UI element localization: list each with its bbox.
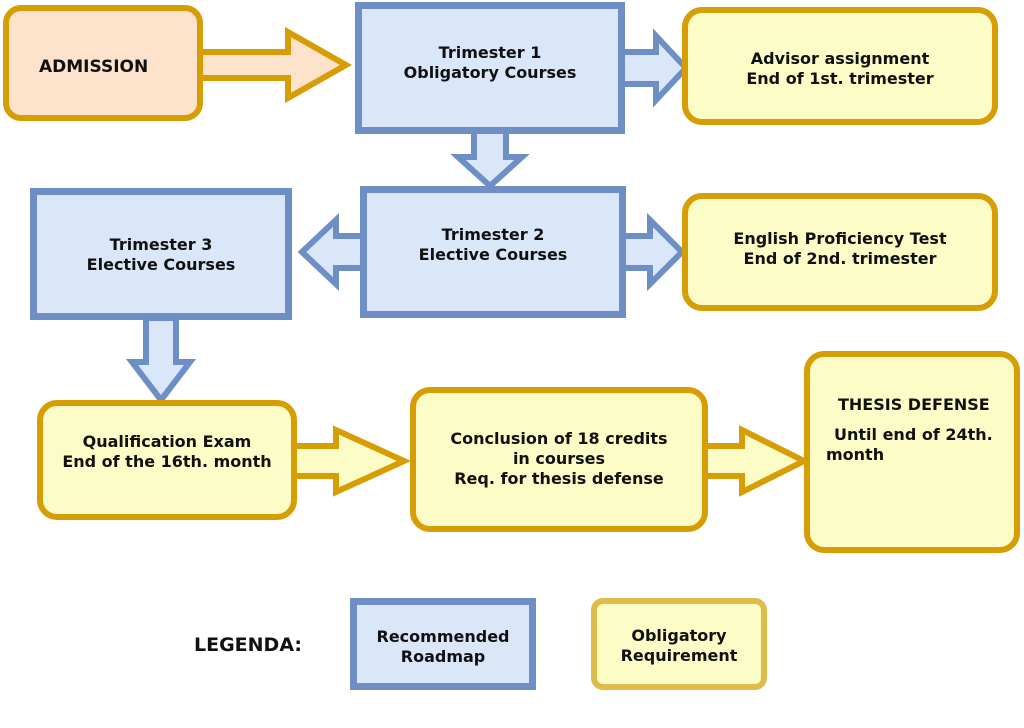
- node-credits: Conclusion of 18 credits in courses Req.…: [410, 387, 708, 532]
- node-trimester3: Trimester 3 Elective Courses: [30, 188, 292, 320]
- node-trimester3-line1: Trimester 3: [109, 235, 213, 254]
- node-thesis-line1: THESIS DEFENSE: [838, 395, 990, 414]
- node-thesis: THESIS DEFENSE Until end of 24th. month: [804, 351, 1020, 553]
- node-trimester2-line1: Trimester 2: [441, 225, 545, 244]
- node-advisor: Advisor assignment End of 1st. trimester: [682, 7, 998, 125]
- legend-obligatory-line1: Obligatory: [631, 626, 727, 645]
- node-credits-line1: Conclusion of 18 credits: [450, 429, 668, 448]
- node-credits-line3: Req. for thesis defense: [454, 469, 664, 488]
- node-advisor-line2: End of 1st. trimester: [746, 69, 934, 88]
- node-credits-line2: in courses: [512, 449, 606, 468]
- node-thesis-spacer: [826, 415, 1014, 425]
- node-admission: ADMISSION: [3, 5, 203, 121]
- arrow-credits-to-thesis: [701, 425, 811, 497]
- node-trimester1-line2: Obligatory Courses: [403, 63, 577, 82]
- node-admission-label: ADMISSION: [39, 57, 149, 77]
- node-thesis-line3: month: [826, 445, 885, 464]
- node-qualification: Qualification Exam End of the 16th. mont…: [37, 400, 297, 520]
- node-trimester1-line1: Trimester 1: [438, 43, 542, 62]
- node-english-line1: English Proficiency Test: [733, 229, 947, 248]
- arrow-trimester1-to-trimester2: [450, 127, 530, 191]
- node-english-line2: End of 2nd. trimester: [743, 249, 937, 268]
- arrow-trimester3-to-qualification: [125, 315, 197, 405]
- node-thesis-line2: Until end of 24th.: [834, 425, 993, 444]
- node-trimester1: Trimester 1 Obligatory Courses: [355, 2, 625, 134]
- arrow-trimester2-to-trimester3: [297, 213, 368, 291]
- arrow-admission-to-trimester1: [197, 26, 353, 104]
- node-qualification-line2: End of the 16th. month: [62, 452, 272, 471]
- node-qualification-line1: Qualification Exam: [82, 432, 252, 451]
- arrow-trimester2-to-english: [615, 212, 687, 292]
- legend-recommended-line2: Roadmap: [400, 647, 486, 666]
- node-advisor-line1: Advisor assignment: [750, 49, 930, 68]
- legend-title: LEGENDA:: [194, 634, 302, 656]
- node-trimester2-line2: Elective Courses: [418, 245, 568, 264]
- arrow-trimester1-to-advisor: [615, 28, 691, 108]
- legend-obligatory-line2: Requirement: [620, 646, 738, 665]
- legend-recommended-box: Recommended Roadmap: [350, 598, 536, 690]
- legend-recommended-line1: Recommended: [376, 627, 510, 646]
- legend-obligatory-box: Obligatory Requirement: [591, 598, 767, 690]
- node-trimester3-line2: Elective Courses: [86, 255, 236, 274]
- arrow-qualification-to-credits: [289, 425, 412, 497]
- node-trimester2: Trimester 2 Elective Courses: [360, 186, 626, 318]
- node-english: English Proficiency Test End of 2nd. tri…: [682, 193, 998, 311]
